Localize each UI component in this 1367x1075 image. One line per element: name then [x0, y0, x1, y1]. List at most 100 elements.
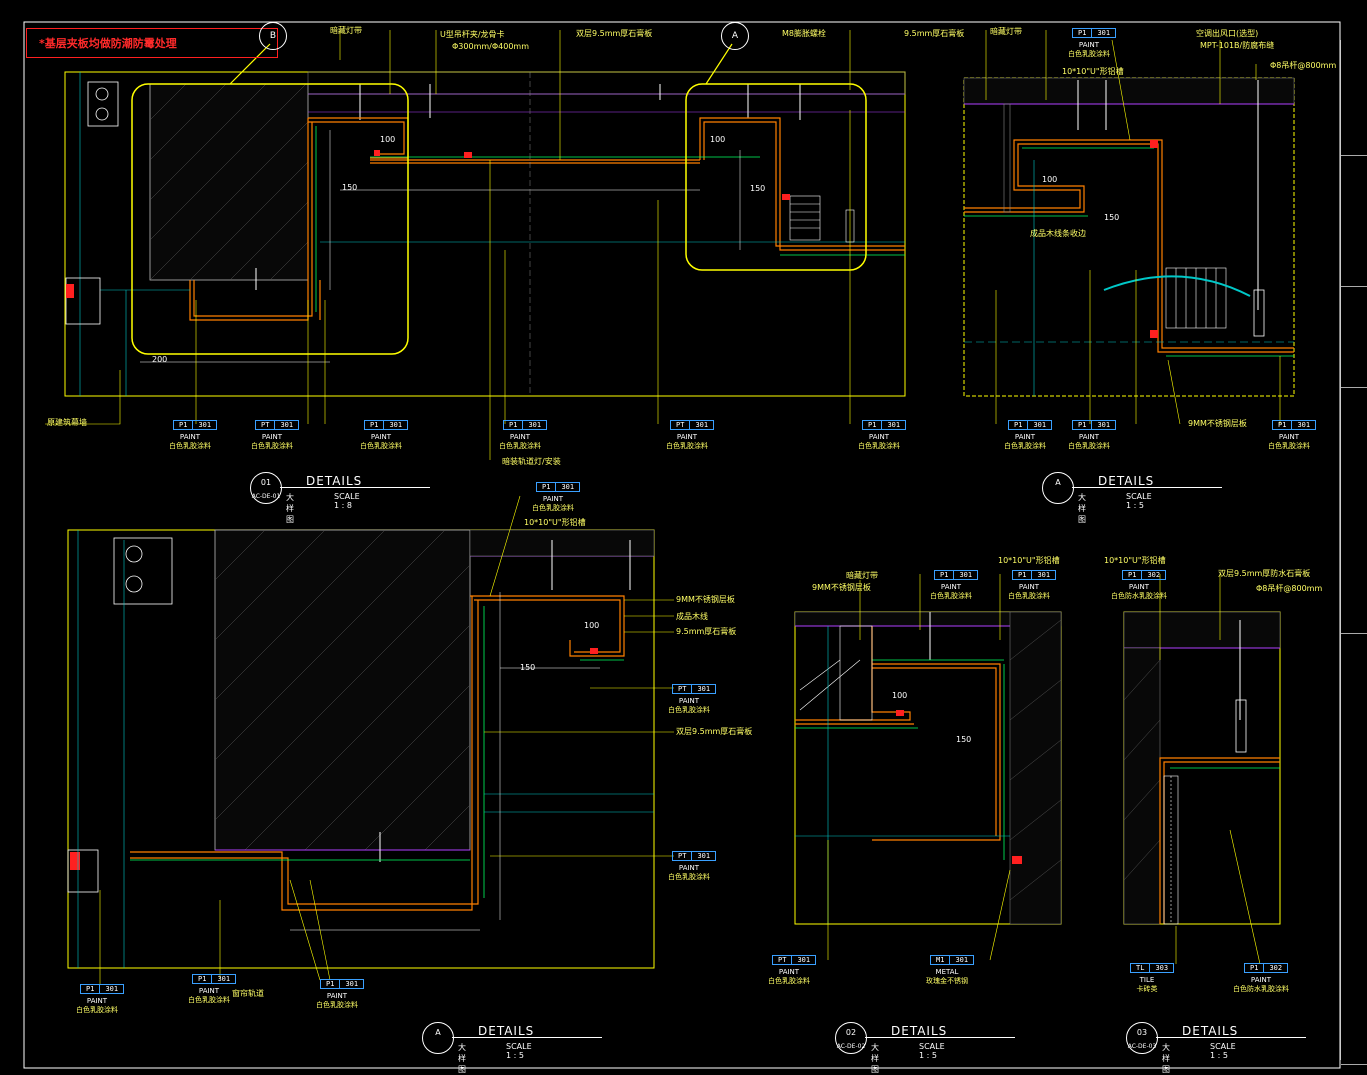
callout-gypsum-03: 双层9.5mm厚防水石膏板: [1218, 569, 1311, 578]
curtain-wall-mullion: [65, 277, 101, 325]
dimension-label: 200: [152, 355, 168, 364]
title-block-sidebar: [1340, 40, 1367, 1065]
dimension-label: 100: [710, 135, 726, 144]
dimension-label: 100: [584, 621, 600, 630]
detail-title-circle: [250, 472, 282, 504]
callout-u-channel-a1: 10*10"U"形铝槽: [1062, 67, 1124, 76]
callout-wood-a2: 成品木线: [676, 612, 708, 621]
section-balloon-a[interactable]: A: [721, 22, 749, 50]
dimension-label: 150: [1104, 213, 1120, 222]
dimension-label: 150: [520, 663, 536, 672]
callout-steel-02: 9MM不锈钢层板: [812, 583, 871, 592]
callout-u-channel-03: 10*10"U"形铝槽: [1104, 556, 1166, 565]
callout-gypsum-a2: 9.5mm厚石膏板: [676, 627, 737, 636]
callout-gypsum2-a2: 双层9.5mm厚石膏板: [676, 727, 753, 736]
callout-steel-a2: 9MM不锈钢层板: [676, 595, 735, 604]
callout-steel-a1: 9MM不锈钢层板: [1188, 419, 1247, 428]
detail-title-circle: [835, 1022, 867, 1054]
callout-b-box: [131, 83, 409, 355]
detail-a-top-drawing: [963, 30, 1295, 425]
section-balloon-b[interactable]: B: [259, 22, 287, 50]
dimension-label: 100: [380, 135, 396, 144]
callout-curtain-wall-01: 原建筑幕墙: [47, 418, 87, 427]
waterproof-note: *基层夹板均做防潮防霉处理: [26, 28, 278, 58]
callout-screw-01: M8膨胀螺栓: [782, 29, 826, 38]
callout-vent-code-a1: MPT-101B/防腐布缝: [1200, 41, 1275, 50]
callout-u-channel-a2: 10*10"U"形铝槽: [524, 518, 586, 527]
callout-curtain-a2: 窗帘轨道: [232, 989, 264, 998]
callout-light-slot-02: 暗藏灯带: [846, 571, 878, 580]
detail-title-circle: [1042, 472, 1074, 504]
callout-u-channel-02: 10*10"U"形铝槽: [998, 556, 1060, 565]
callout-light-slot-01: 暗藏灯带: [330, 26, 362, 35]
callout-a-box: [685, 83, 867, 271]
detail-a-bottom-drawing: [67, 495, 674, 984]
callout-gypsum-01: 双层9.5mm厚石膏板: [576, 29, 653, 38]
ac-units: [87, 81, 119, 127]
dimension-label: 150: [750, 184, 766, 193]
dimension-label: 150: [956, 735, 972, 744]
detail-title-circle: [422, 1022, 454, 1054]
detail-01-drawing: [45, 30, 906, 460]
callout-u-bracket-01: U型吊杆夹/龙骨卡: [440, 30, 505, 39]
callout-wood-a1: 成品木线条收边: [1030, 229, 1086, 238]
callout-vent-a1: 空调出风口(选型): [1196, 29, 1259, 38]
callout-rod-03: Φ8吊杆@800mm: [1256, 584, 1323, 593]
dimension-label: 100: [892, 691, 908, 700]
detail-03-drawing: [1123, 574, 1281, 965]
concrete-block: [149, 83, 309, 281]
detail-title-circle: [1126, 1022, 1158, 1054]
callout-u-spacing-01: Φ300mm/Φ400mm: [452, 42, 529, 51]
dimension-label: 100: [1042, 175, 1058, 184]
dimension-label: 150: [342, 183, 358, 192]
callout-light-slot-a1: 暗藏灯带: [990, 27, 1022, 36]
